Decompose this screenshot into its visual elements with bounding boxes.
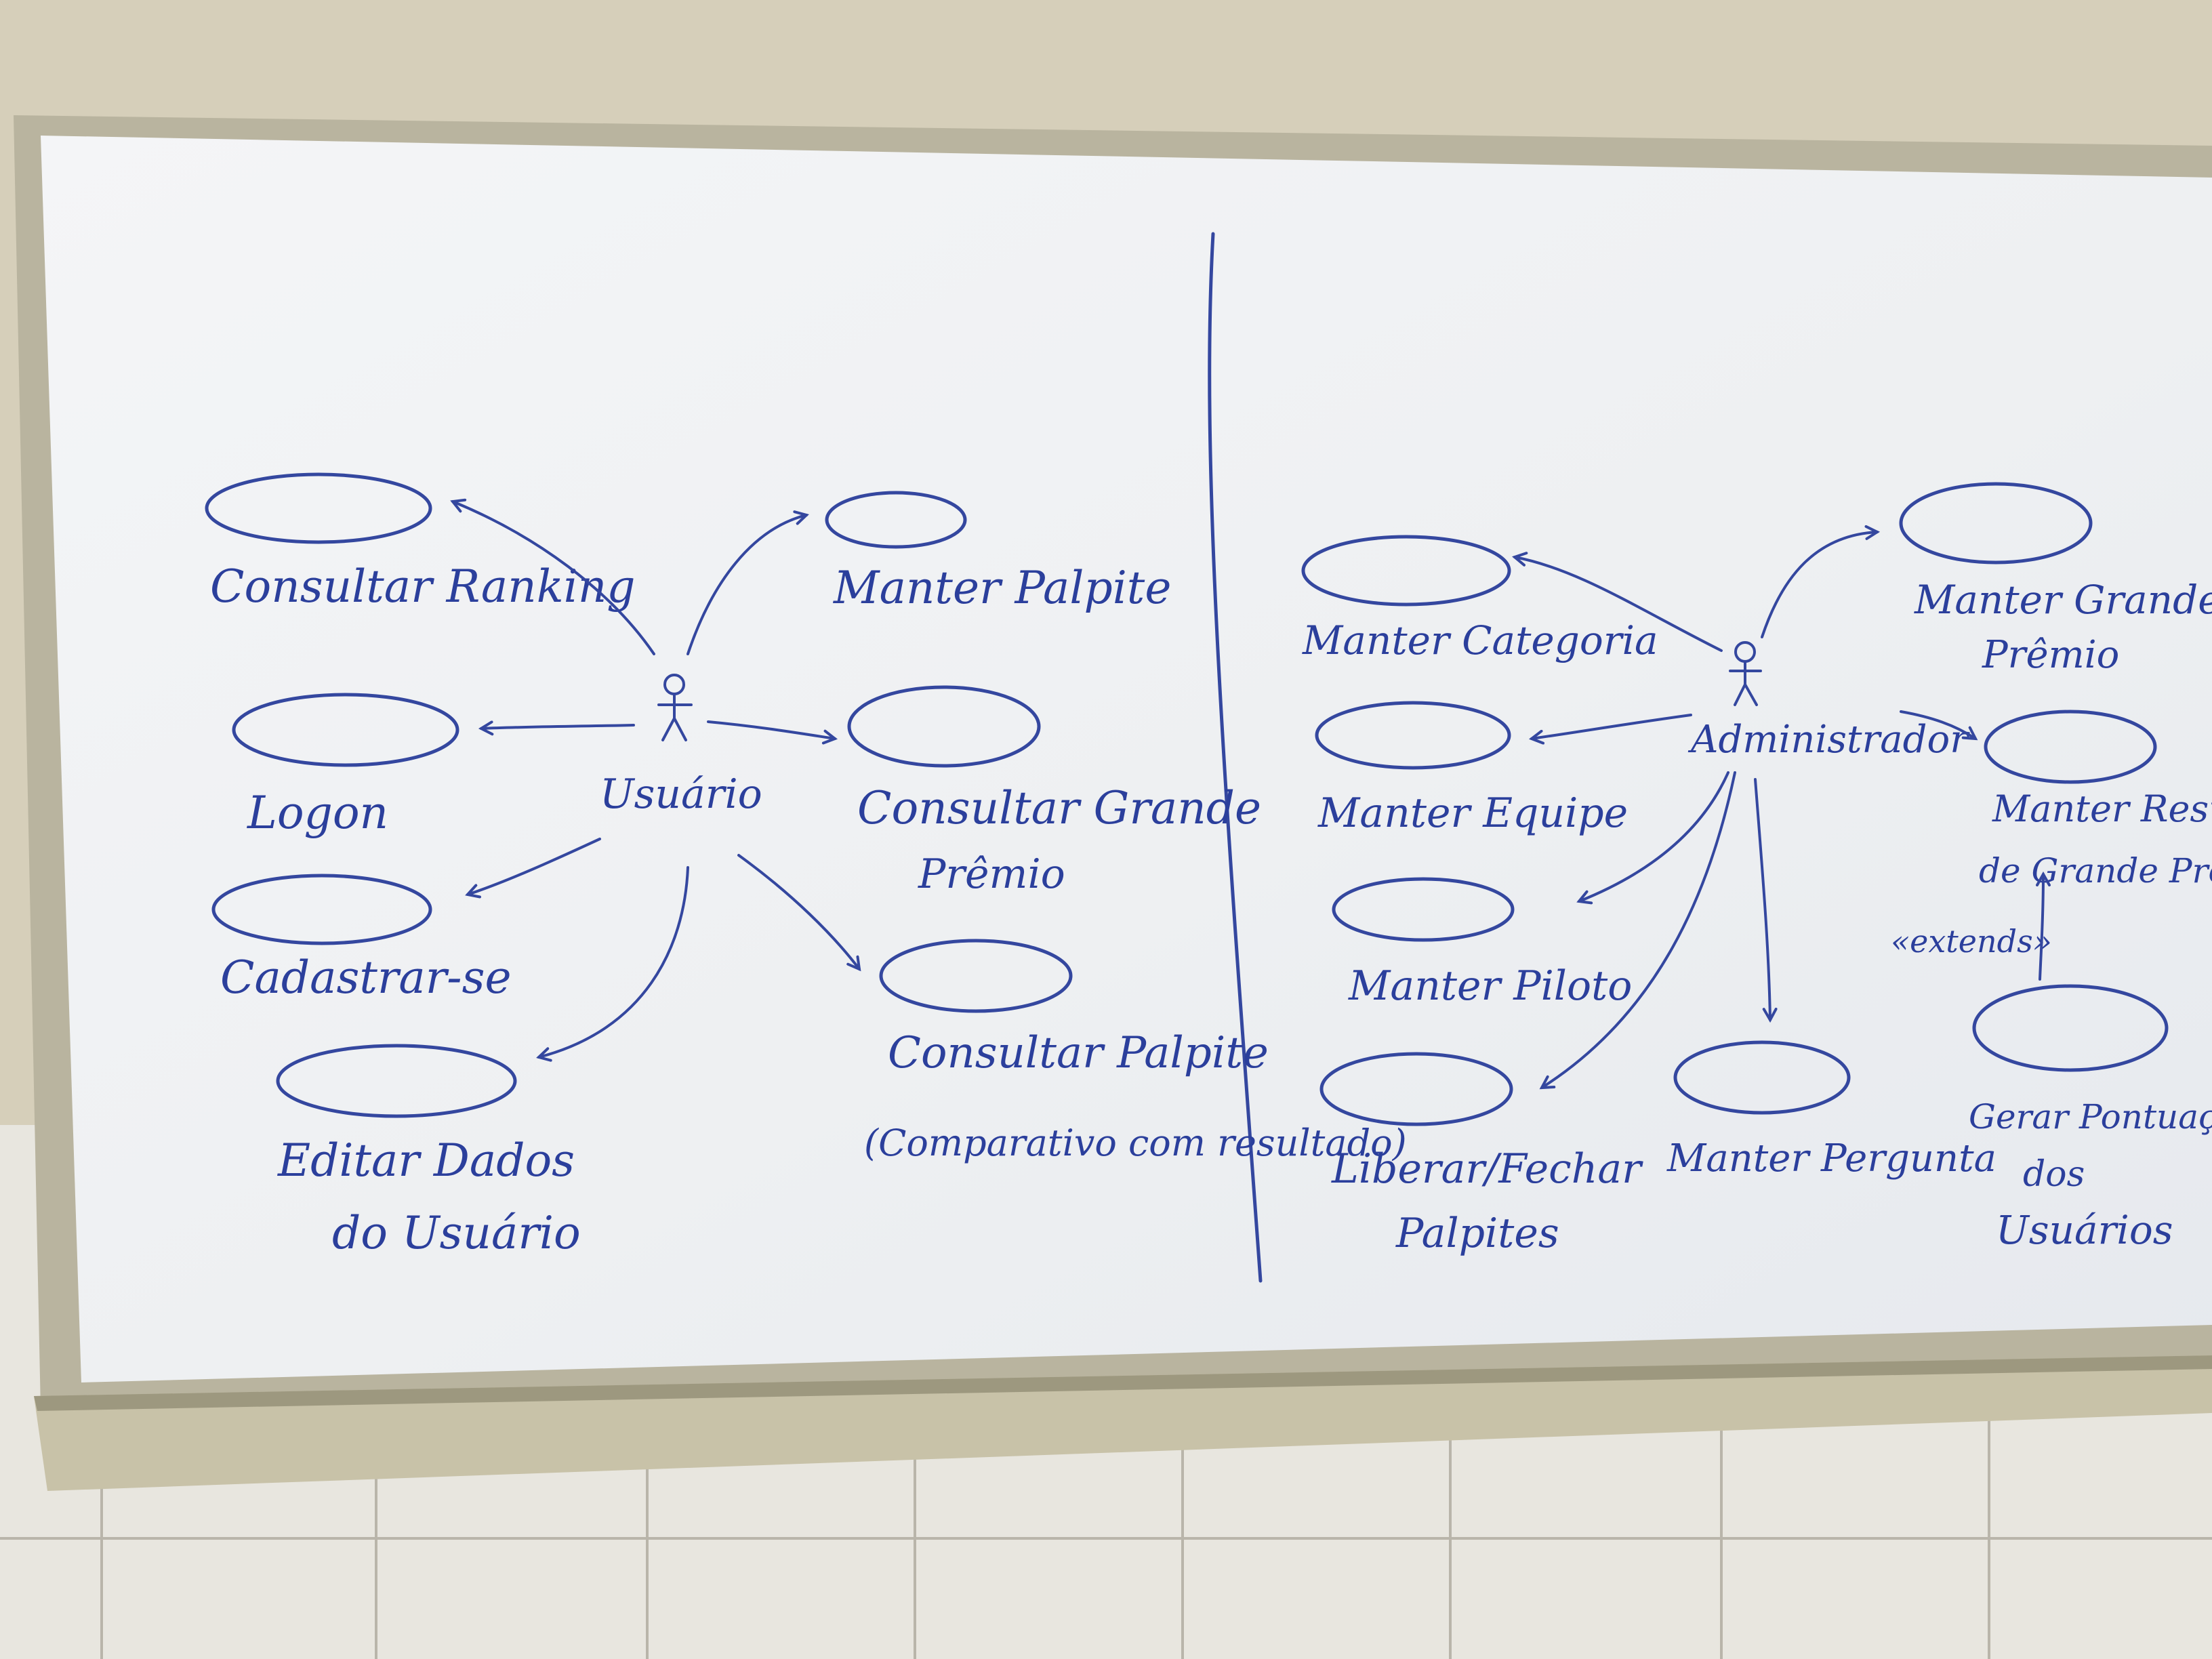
use-case-label: Manter Equipe [1317, 790, 1628, 837]
use-case-label-line2: Palpites [1395, 1210, 1559, 1257]
use-case-label: Logon [247, 787, 388, 839]
use-case-manter-palpite: Manter Palpite [825, 491, 1171, 614]
use-case-label: Manter Categoria [1302, 617, 1658, 663]
arrow-to-manter-equipe [1532, 714, 1692, 739]
use-case-gerar-pontuacao: Gerar Pontuação dos Usuários [1969, 984, 2212, 1253]
use-case-label: Consultar Ranking [210, 560, 636, 613]
use-case-label-line2: de Grande Prêmio [1979, 851, 2212, 890]
arrow-to-manter-resultado [1900, 710, 1975, 739]
use-case-cadastrar-se: Cadastrar-se [211, 874, 512, 1004]
use-case-label: Manter Piloto [1348, 962, 1632, 1010]
use-case-consultar-palpite: Consultar Palpite (Comparativo com resul… [864, 939, 1407, 1164]
administrador-associations [1515, 532, 2043, 1088]
use-case-consultar-grande-premio: Consultar Grande Prêmio [847, 685, 1261, 898]
use-case-label-line2: do Usuário [332, 1207, 581, 1259]
use-case-editar-dados: Editar Dados do Usuário [276, 1044, 581, 1259]
extends-label: «extends» [1891, 923, 2052, 960]
use-case-label-line1: Editar Dados [277, 1134, 575, 1187]
stick-figure-icon [1729, 641, 1762, 706]
divider-line [1208, 232, 1263, 1283]
use-case-label-line1: Consultar Palpite [888, 1028, 1269, 1078]
use-case-manter-grande-premio: Manter Grande Prêmio [1899, 482, 2212, 677]
use-case-manter-equipe: Manter Equipe [1315, 701, 1628, 837]
whiteboard [41, 136, 2212, 1382]
actor-usuario: Usuário [600, 674, 762, 818]
arrow-to-logon [481, 725, 635, 729]
use-case-label-line2: Prêmio [918, 851, 1065, 898]
usuario-associations [453, 501, 859, 1057]
use-case-label-line1: Manter Resultado [1992, 787, 2212, 830]
arrow-to-manter-palpite [687, 515, 806, 655]
use-case-manter-piloto: Manter Piloto [1332, 877, 1632, 1010]
actor-usuario-label: Usuário [600, 771, 762, 818]
use-case-label-line1: Consultar Grande [857, 782, 1261, 834]
arrow-extends [2040, 874, 2043, 981]
arrow-to-consultar-ranking [453, 501, 655, 655]
use-case-label-line1: Gerar Pontuação [1969, 1097, 2212, 1136]
use-case-label: Manter Pergunta [1666, 1136, 1996, 1181]
use-case-label-line1: Manter Grande [1914, 577, 2212, 623]
use-case-label-line2: dos [2023, 1154, 2085, 1195]
actor-administrador: Administrador [1687, 641, 1970, 762]
arrow-to-manter-grande-premio [1761, 532, 1877, 638]
arrow-to-editar-dados [539, 866, 689, 1057]
arrow-to-liberar-fechar [1542, 771, 1736, 1088]
arrow-to-manter-pergunta [1754, 778, 1770, 1020]
use-case-label: Manter Palpite [833, 562, 1171, 614]
use-case-label: Cadastrar-se [220, 951, 512, 1004]
use-case-liberar-fechar: Liberar/Fechar Palpites [1319, 1052, 1643, 1257]
arrow-to-manter-categoria [1515, 557, 1723, 652]
actor-administrador-label: Administrador [1687, 718, 1970, 762]
use-case-consultar-ranking: Consultar Ranking [205, 472, 636, 613]
use-case-logon: Logon [232, 693, 459, 839]
use-case-label-line2: Prêmio [1982, 633, 2119, 677]
use-case-manter-resultado: Manter Resultado de Grande Prêmio [1979, 710, 2212, 890]
arrow-to-consultar-palpite [737, 854, 859, 969]
use-case-manter-categoria: Manter Categoria [1301, 535, 1658, 663]
use-case-label-line3: Usuários [1996, 1207, 2173, 1253]
arrow-to-manter-piloto [1579, 771, 1729, 901]
use-case-label-line1: Liberar/Fechar [1331, 1145, 1643, 1193]
stick-figure-icon [657, 674, 693, 741]
arrow-to-consultar-gp [707, 720, 835, 739]
use-case-manter-pergunta: Manter Pergunta [1666, 1040, 1996, 1181]
use-case-label-line2: (Comparativo com resultado) [864, 1122, 1407, 1164]
arrow-to-cadastrar [468, 838, 601, 895]
